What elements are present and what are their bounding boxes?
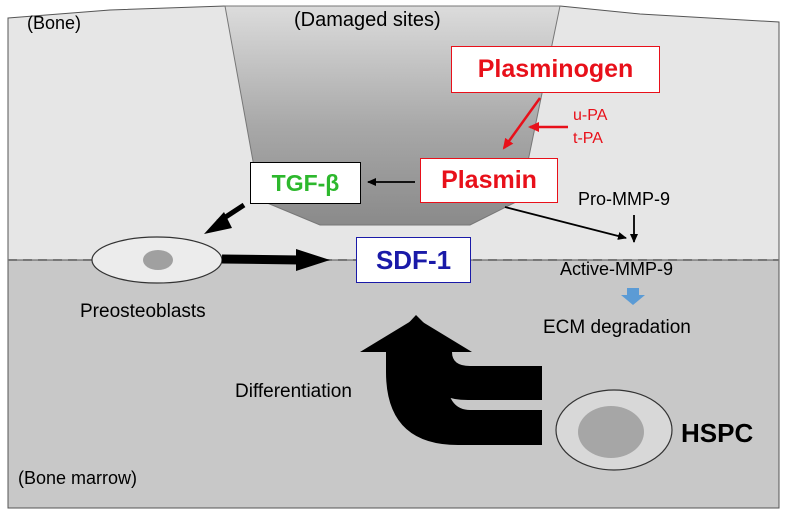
active-mmp9-label: Active-MMP-9 bbox=[560, 259, 674, 279]
preosteoblast-to-sdf1-arrowhead bbox=[296, 249, 330, 271]
plasminogen-text: Plasminogen bbox=[477, 55, 634, 83]
tgfb-text: TGF-β bbox=[271, 169, 340, 196]
migration-arrow-body bbox=[360, 318, 542, 445]
preosteoblasts-label: Preosteoblasts bbox=[80, 301, 206, 322]
plasminogen-to-plasmin-arrow bbox=[502, 97, 542, 150]
differentiation-label: Differentiation bbox=[235, 381, 352, 402]
tpa-label: t-PA bbox=[573, 130, 603, 147]
hspc-label: HSPC bbox=[681, 418, 754, 448]
upa-label: u-PA bbox=[573, 107, 608, 124]
damaged-sites-label: (Damaged sites) bbox=[294, 9, 441, 31]
sdf1-box: SDF-1 bbox=[356, 237, 471, 283]
preosteoblast-nucleus bbox=[143, 250, 173, 270]
plasmin-to-mmp9-arrow bbox=[504, 206, 627, 240]
ecm-degradation-arrow bbox=[621, 288, 645, 305]
plasmin-text: Plasmin bbox=[441, 166, 537, 194]
bone-label: (Bone) bbox=[27, 13, 82, 33]
preosteoblast-to-sdf1-arrow bbox=[221, 254, 301, 265]
hspc-nucleus bbox=[578, 406, 644, 458]
tgfb-box: TGF-β bbox=[250, 162, 361, 204]
migration-label: Migration bbox=[445, 378, 524, 399]
tgfb-to-preosteoblast-arrowhead bbox=[204, 212, 232, 234]
plasmin-box: Plasmin bbox=[420, 158, 558, 203]
pro-mmp9-label: Pro-MMP-9 bbox=[578, 189, 671, 209]
bone-marrow-label: (Bone marrow) bbox=[18, 468, 138, 488]
sdf1-text: SDF-1 bbox=[375, 244, 452, 275]
ecm-degradation-label: ECM degradation bbox=[543, 317, 691, 338]
plasminogen-box: Plasminogen bbox=[451, 46, 660, 93]
